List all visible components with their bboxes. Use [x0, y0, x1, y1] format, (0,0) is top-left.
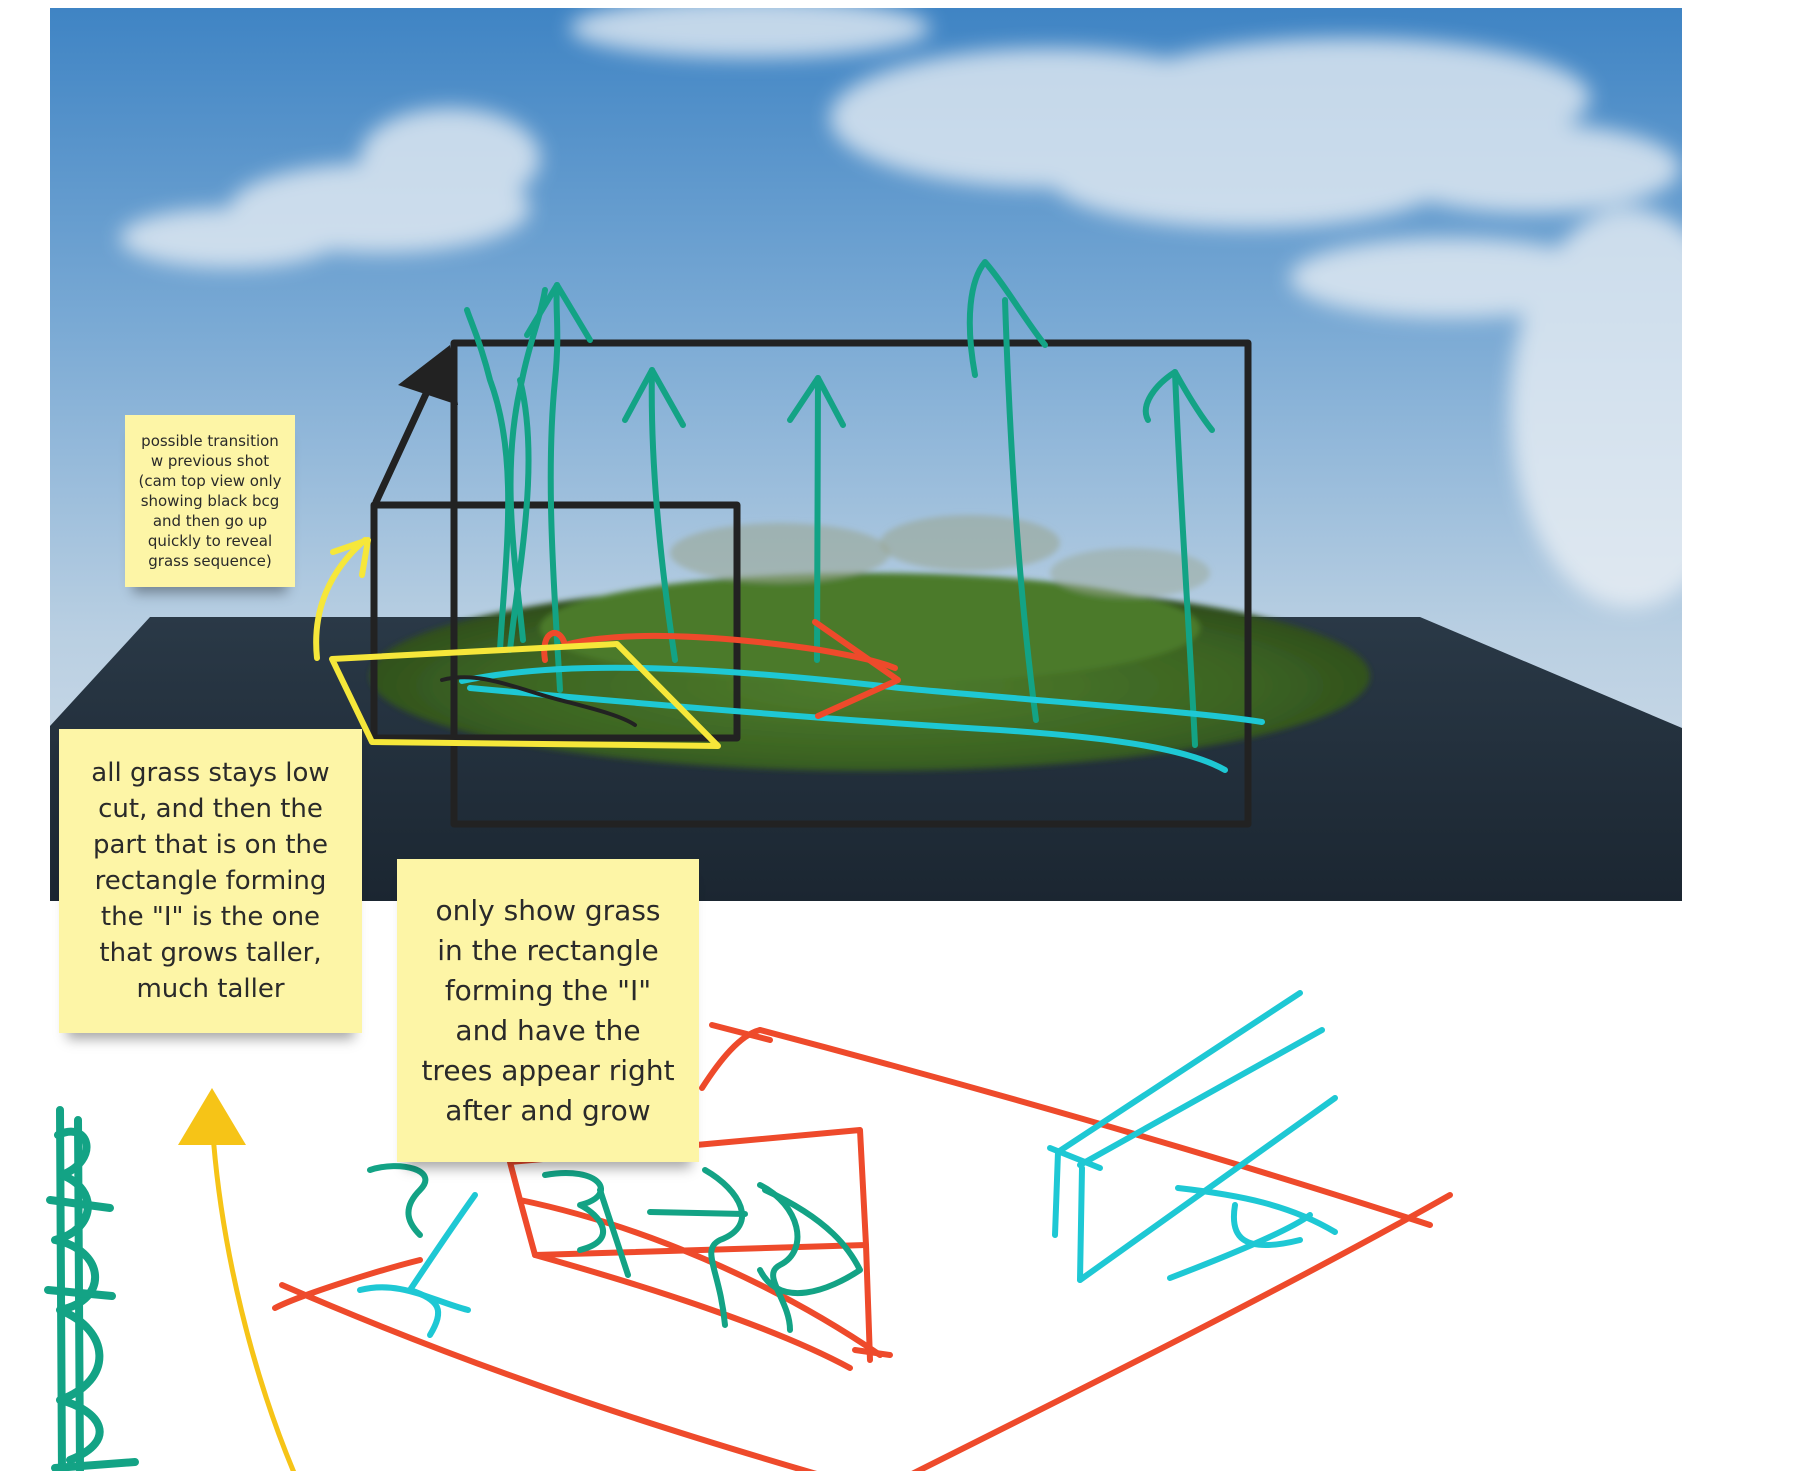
tree-sketch	[757, 1182, 801, 1333]
cyan-block-edge	[1167, 1212, 1313, 1281]
sticky-note-text: possible transition w previous shot (cam…	[138, 432, 282, 570]
scribble-stroke	[51, 1458, 139, 1471]
cyan-block-edge	[1052, 1149, 1061, 1238]
raised-block-edge	[852, 1347, 893, 1358]
scribble-stroke	[56, 1106, 66, 1471]
cyan-block-edge	[1047, 1145, 1103, 1171]
cyan-block-edge	[1230, 1202, 1303, 1248]
tree-sketch	[542, 1170, 607, 1253]
cyan-block-edge	[1077, 1027, 1325, 1168]
sticky-note-show-grass[interactable]: only show grass in the rectangle forming…	[397, 859, 699, 1162]
tall-grass-scribble	[44, 1106, 139, 1471]
cyan-tree	[357, 1284, 471, 1313]
cyan-block-edge	[1077, 1095, 1338, 1283]
plane-edge	[709, 1022, 773, 1043]
plane-edge	[272, 1257, 423, 1311]
clouds	[120, 8, 1682, 608]
sticky-note-text: all grass stays low cut, and then the pa…	[91, 758, 330, 1004]
sticky-note-transition[interactable]: possible transition w previous shot (cam…	[125, 415, 295, 587]
plane-edge	[699, 1027, 763, 1091]
cyan-tree	[407, 1192, 478, 1293]
tree-sketch	[702, 1167, 746, 1328]
raised-block-edge	[863, 1242, 873, 1363]
tree-sketch	[367, 1163, 429, 1238]
tree-sketch	[647, 1209, 748, 1217]
sticky-note-text: only show grass in the rectangle forming…	[421, 893, 675, 1127]
sticky-note-low-cut[interactable]: all grass stays low cut, and then the pa…	[59, 729, 362, 1033]
tree-sketch	[757, 1187, 863, 1297]
gold-arrow-line	[209, 1117, 297, 1471]
scribble-stroke	[74, 1116, 84, 1471]
cyan-tree	[407, 1287, 442, 1338]
cyan-block-edge	[1175, 1185, 1338, 1235]
tree-sketch	[597, 1187, 631, 1278]
trees-sketch	[367, 1163, 863, 1333]
cyan-block-edge	[1055, 990, 1303, 1155]
plane-edge	[911, 1192, 1453, 1471]
scribble-stroke	[46, 1196, 114, 1212]
plane-edge	[757, 1027, 1433, 1228]
scribble-loop	[51, 1127, 104, 1464]
plane-edge	[279, 1282, 818, 1471]
gold-arrow	[209, 1117, 297, 1471]
gold-arrow-head	[178, 1088, 246, 1145]
raised-block-edge	[532, 1252, 853, 1371]
raised-block-edge	[517, 1197, 883, 1358]
scribble-stroke	[44, 1286, 116, 1300]
cyan-block-edge	[1077, 1165, 1085, 1283]
